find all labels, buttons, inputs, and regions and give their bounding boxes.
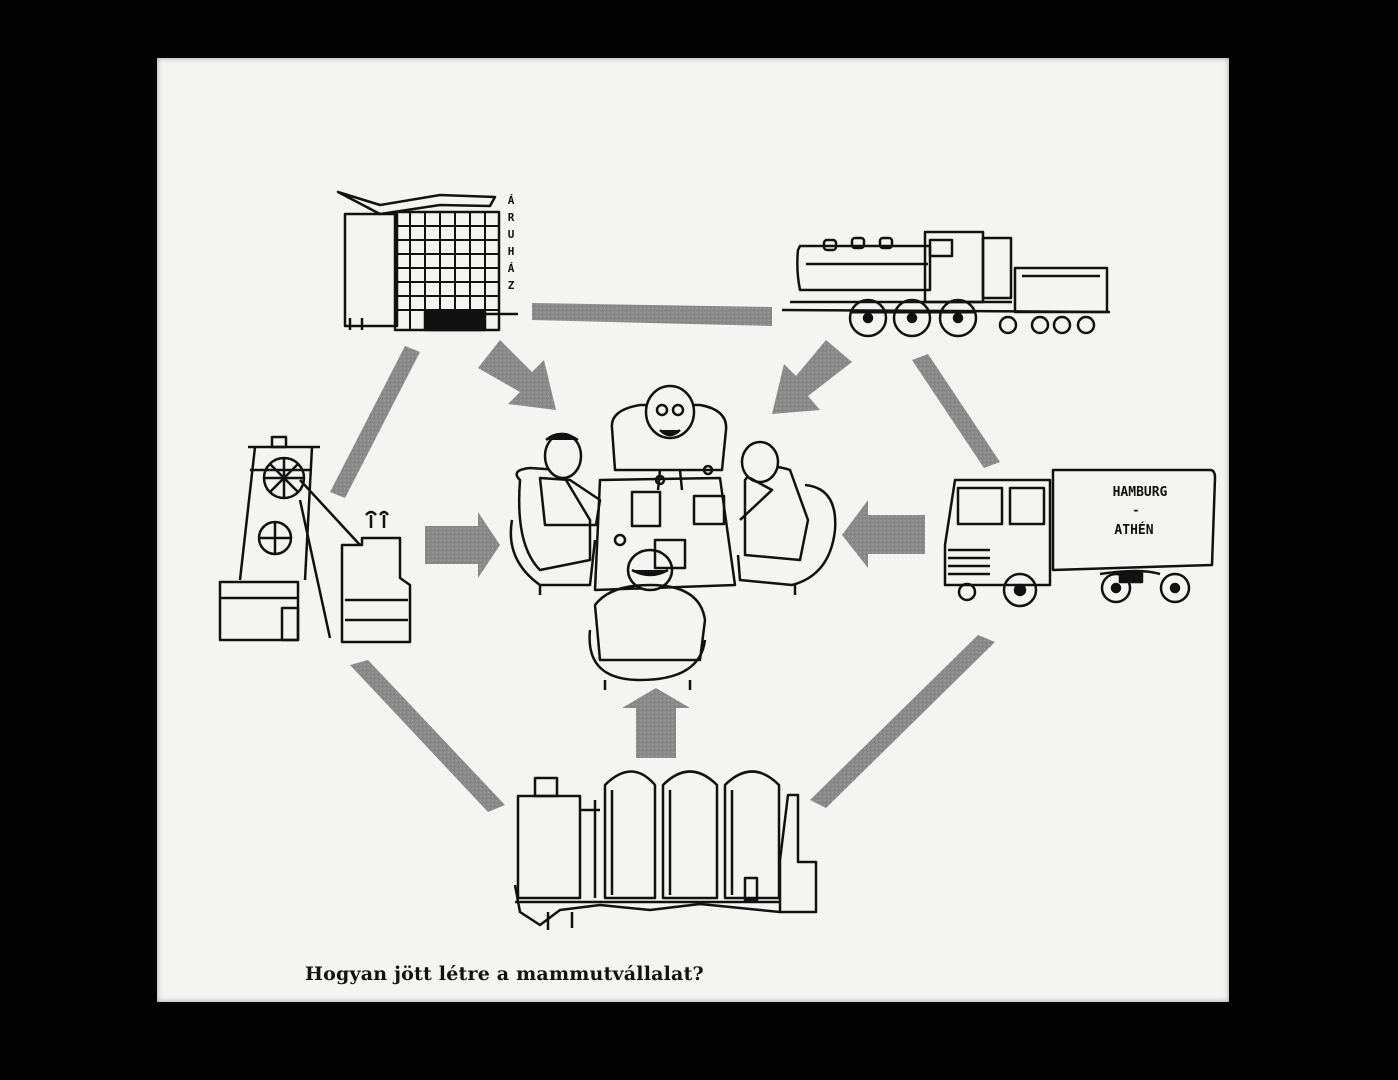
store-sign-letter-3: U — [508, 228, 515, 241]
caption: Hogyan jött létre a mammutvállalat? — [305, 963, 704, 985]
truck-label-origin: HAMBURG — [1113, 485, 1168, 500]
truck-label: HAMBURG - ATHÉN — [1113, 485, 1168, 538]
store-sign-letter-6: Z — [508, 279, 515, 292]
department-store-drawing — [336, 190, 518, 332]
store-sign-letter-5: Á — [508, 262, 515, 275]
truck-label-destination: ATHÉN — [1114, 522, 1153, 538]
locomotive-drawing — [781, 230, 1111, 338]
bar-store-mine — [330, 346, 420, 498]
truck-drawing — [943, 468, 1217, 608]
store-sign: Á R U H Á Z — [508, 194, 515, 292]
arrow-train-center — [772, 340, 852, 414]
bar-store-train — [532, 303, 772, 326]
factory-drawing — [513, 770, 818, 930]
store-sign-letter-2: R — [508, 211, 515, 224]
arrow-factory-center — [622, 688, 690, 758]
connector-arrows — [330, 303, 1000, 812]
truck-label-dash: - — [1132, 503, 1139, 517]
arrow-mine-center — [425, 512, 500, 578]
meeting-drawing — [509, 384, 837, 690]
mine-drawing — [218, 435, 412, 644]
bar-truck-factory — [810, 635, 995, 808]
store-sign-letter-1: Á — [508, 194, 515, 207]
bar-train-truck — [912, 354, 1000, 468]
bar-mine-factory — [350, 660, 505, 812]
arrow-store-center — [478, 340, 556, 410]
arrow-truck-center — [842, 500, 925, 568]
store-sign-letter-4: H — [508, 245, 515, 258]
